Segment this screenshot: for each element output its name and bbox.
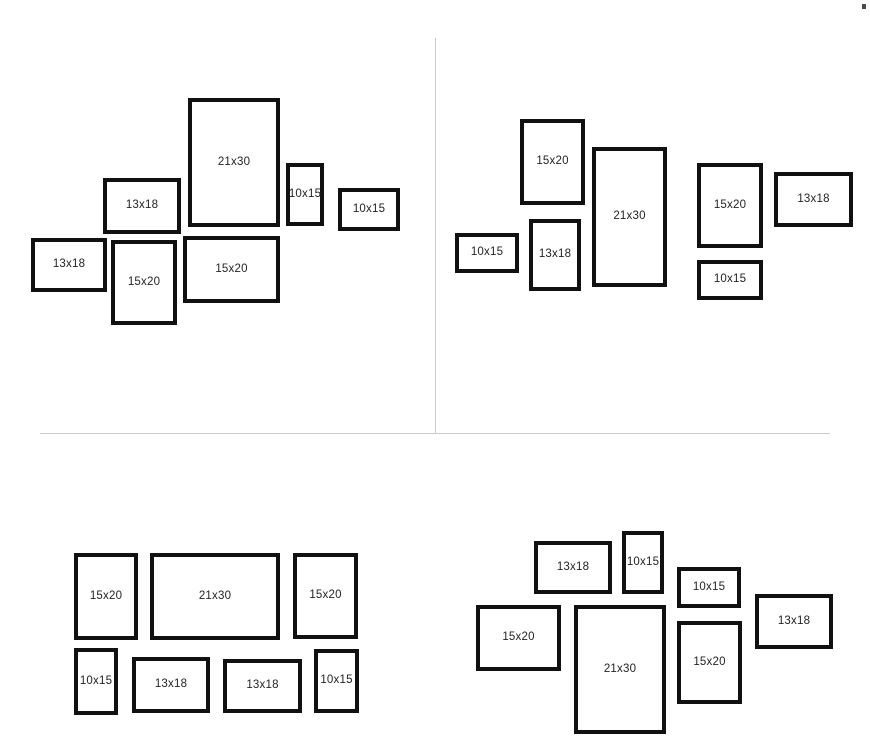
picture-frame[interactable]: 13x18 (529, 219, 581, 291)
picture-frame[interactable]: 13x18 (132, 657, 210, 713)
frame-size-label: 13x18 (52, 258, 86, 271)
frame-size-label: 15x20 (713, 198, 747, 211)
frame-size-label: 10x15 (352, 202, 386, 215)
frame-size-label: 21x30 (613, 210, 646, 223)
picture-frame[interactable]: 21x30 (574, 605, 666, 734)
picture-frame[interactable]: 13x18 (534, 541, 612, 594)
picture-frame[interactable]: 10x15 (338, 188, 400, 231)
picture-frame[interactable]: 15x20 (183, 236, 280, 303)
frame-size-label: 13x18 (797, 192, 830, 205)
frame-size-label: 21x30 (217, 155, 251, 168)
frame-size-label: 15x20 (693, 655, 726, 668)
picture-frame[interactable]: 15x20 (293, 553, 358, 639)
picture-frame[interactable]: 13x18 (31, 238, 107, 292)
picture-frame[interactable]: 13x18 (774, 172, 853, 227)
picture-frame[interactable]: 15x20 (111, 240, 177, 325)
picture-frame[interactable]: 10x15 (286, 163, 324, 226)
picture-frame[interactable]: 21x30 (592, 147, 667, 287)
picture-frame[interactable]: 15x20 (74, 553, 138, 640)
frame-size-label: 10x15 (320, 674, 353, 687)
picture-frame[interactable]: 10x15 (697, 260, 763, 300)
frame-size-label: 10x15 (288, 187, 322, 200)
frame-size-label: 15x20 (309, 589, 342, 602)
picture-frame[interactable]: 10x15 (622, 531, 664, 594)
frame-size-label: 13x18 (125, 199, 159, 212)
frame-size-label: 10x15 (79, 674, 113, 687)
frame-size-label: 13x18 (246, 679, 279, 692)
corner-mark (862, 4, 866, 9)
frame-size-label: 13x18 (154, 678, 188, 691)
frame-size-label: 10x15 (626, 555, 660, 568)
picture-frame[interactable]: 10x15 (677, 567, 741, 608)
frame-size-label: 13x18 (538, 248, 572, 261)
horizontal-divider (40, 433, 830, 434)
picture-frame[interactable]: 13x18 (223, 659, 302, 713)
picture-frame[interactable]: 15x20 (476, 605, 561, 671)
frame-size-label: 15x20 (89, 589, 123, 602)
frame-size-label: 10x15 (692, 580, 726, 593)
vertical-divider (435, 38, 436, 433)
frame-size-label: 13x18 (777, 614, 811, 627)
picture-frame[interactable]: 21x30 (150, 553, 280, 640)
picture-frame[interactable]: 15x20 (677, 621, 742, 704)
picture-frame[interactable]: 10x15 (314, 649, 359, 713)
picture-frame[interactable]: 10x15 (74, 648, 118, 715)
picture-frame[interactable]: 21x30 (188, 98, 280, 227)
picture-frame[interactable]: 10x15 (455, 233, 519, 273)
picture-frame[interactable]: 15x20 (520, 119, 585, 205)
frame-size-label: 15x20 (215, 262, 248, 275)
picture-frame[interactable]: 15x20 (697, 163, 763, 248)
frame-size-label: 21x30 (603, 662, 637, 675)
frame-size-label: 15x20 (127, 275, 161, 288)
picture-frame[interactable]: 13x18 (103, 178, 181, 234)
frame-size-label: 15x20 (502, 631, 535, 644)
frame-size-label: 21x30 (198, 589, 232, 602)
frame-size-label: 10x15 (470, 246, 504, 259)
frame-size-label: 13x18 (556, 560, 590, 573)
frame-size-label: 15x20 (536, 155, 569, 168)
frame-size-label: 10x15 (713, 273, 747, 286)
picture-frame[interactable]: 13x18 (755, 594, 833, 649)
